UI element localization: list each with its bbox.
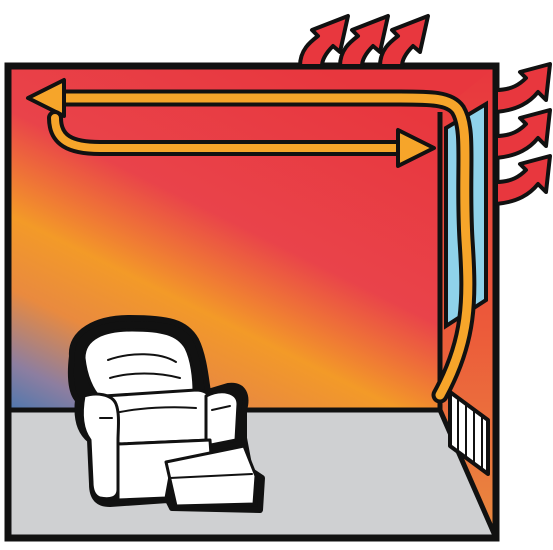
heat-loss-arrow-icon	[300, 16, 428, 66]
heat-loss-side-arrow-icon	[496, 64, 550, 204]
